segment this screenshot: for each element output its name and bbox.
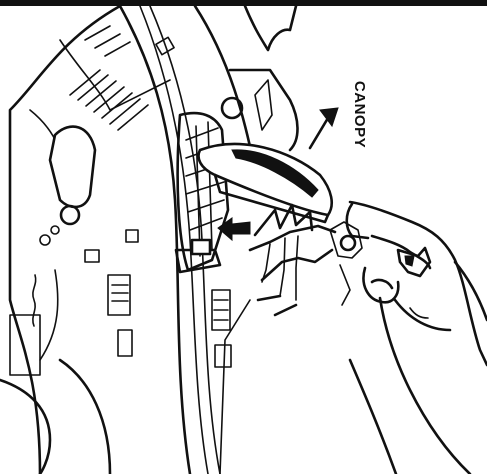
arrow-up-right-icon: [310, 108, 338, 148]
arrow-left-icon: [218, 218, 250, 240]
vehicle-hull: [0, 6, 255, 474]
canopy-label-text: CANOPY: [352, 80, 369, 147]
canopy-piece: [199, 144, 332, 222]
canopy-callout-label: CANOPY: [348, 78, 372, 150]
action-figure: [250, 205, 362, 315]
top-border: [0, 0, 487, 6]
tail-fin: [230, 6, 298, 150]
hull-vents: [70, 26, 148, 130]
hand: [347, 202, 487, 474]
